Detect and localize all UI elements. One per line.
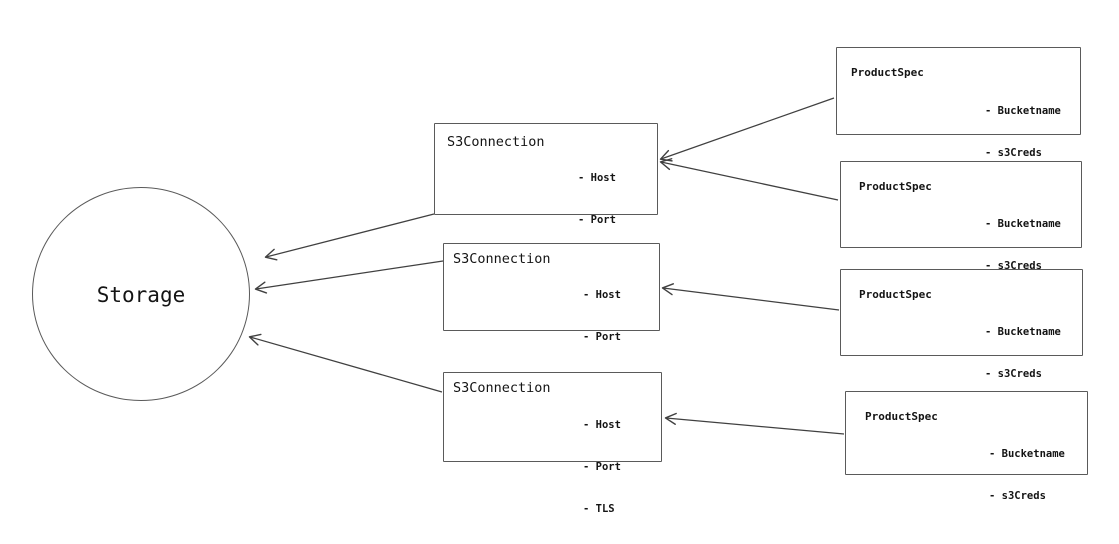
attribute-item: - s3Creds <box>989 490 1046 502</box>
spec-node-1-attributes: - Bucketname - s3Creds <box>985 76 1061 188</box>
edge-connection1-to-storage <box>264 213 435 261</box>
attribute-item: - s3Creds <box>985 147 1042 159</box>
storage-circle-label: Storage <box>96 283 186 307</box>
spec-node-4-title: ProductSpec <box>865 410 938 423</box>
storage-circle[interactable] <box>32 187 250 401</box>
diagram-canvas: Storage S3Connection - Host - Port - TLS… <box>32 47 1088 515</box>
attribute-item: - Host <box>583 419 621 431</box>
spec-node-4[interactable] <box>845 391 1088 475</box>
connection-node-1[interactable] <box>434 123 658 215</box>
connection-node-3-attributes: - Host - Port - TLS <box>583 390 621 544</box>
edge-spec4-to-connection3 <box>664 412 845 435</box>
spec-node-2-title: ProductSpec <box>859 180 932 193</box>
spec-node-3-title: ProductSpec <box>859 288 932 301</box>
edge-spec2-to-connection1 <box>659 158 839 201</box>
edge-spec3-to-connection2 <box>661 283 840 311</box>
attribute-item: - Bucketname <box>985 105 1061 117</box>
attribute-item: - Bucketname <box>989 448 1065 460</box>
edge-connection3-to-storage <box>248 333 443 393</box>
connection-node-2[interactable] <box>443 243 660 331</box>
spec-node-3[interactable] <box>840 269 1083 356</box>
attribute-item: - Host <box>583 289 621 301</box>
attribute-item: - Host <box>578 172 616 184</box>
spec-node-2[interactable] <box>840 161 1082 248</box>
connection-node-1-title: S3Connection <box>447 134 545 150</box>
connection-node-3[interactable] <box>443 372 662 462</box>
spec-node-1-title: ProductSpec <box>851 66 924 79</box>
spec-node-3-attributes: - Bucketname - s3Creds <box>985 297 1061 409</box>
spec-node-1[interactable] <box>836 47 1081 135</box>
connection-node-3-title: S3Connection <box>453 380 551 396</box>
spec-node-4-attributes: - Bucketname - s3Creds <box>989 419 1065 531</box>
attribute-item: - Bucketname <box>985 218 1061 230</box>
attribute-item: - TLS <box>583 503 615 515</box>
attribute-item: - s3Creds <box>985 368 1042 380</box>
attribute-item: - Port <box>583 331 621 343</box>
edge-spec1-to-connection1 <box>659 97 835 162</box>
attribute-item: - Port <box>583 461 621 473</box>
attribute-item: - Port <box>578 214 616 226</box>
edge-connection2-to-storage <box>254 260 444 294</box>
connection-node-2-title: S3Connection <box>453 251 551 267</box>
diagram-edges-layer <box>248 97 845 435</box>
attribute-item: - Bucketname <box>985 326 1061 338</box>
